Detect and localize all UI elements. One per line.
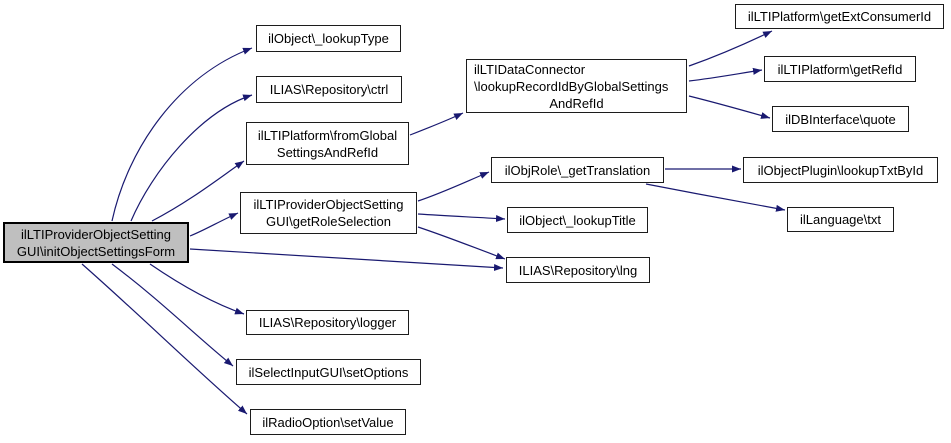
node-getroleselection[interactable]: ilLTIProviderObjectSetting GUI\getRoleSe…: [240, 192, 417, 234]
node-gettranslation[interactable]: ilObjRole\_getTranslation: [491, 157, 664, 183]
node-label-line: ilObjectPlugin\lookupTxtById: [757, 162, 924, 178]
node-txt[interactable]: ilLanguage\txt: [787, 207, 894, 232]
node-label-line: ilObjRole\_getTranslation: [504, 162, 651, 178]
edge-main-to-setvalue: [81, 263, 248, 415]
edge-getroleselection-to-lng: [417, 226, 506, 260]
node-label-line: SettingsAndRefId: [276, 144, 379, 160]
node-label-line: ilLanguage\txt: [800, 212, 881, 227]
edge-main-to-lookuptype: [111, 47, 253, 222]
node-fromglobalsettingsandrefid[interactable]: ilLTIPlatform\fromGlobal SettingsAndRefI…: [246, 122, 409, 165]
node-lookuptype[interactable]: ilObject\_lookupType: [256, 25, 401, 52]
edge-getroleselection-to-lookuptitle: [417, 213, 506, 222]
node-ctrl[interactable]: ILIAS\Repository\ctrl: [256, 76, 402, 103]
node-lng[interactable]: ILIAS\Repository\lng: [506, 257, 650, 283]
node-label-line: GUI\initObjectSettingsForm: [16, 243, 176, 259]
edge-lookuprecord-to-getrefid: [688, 67, 763, 82]
node-getrefid[interactable]: ilLTIPlatform\getRefId: [764, 56, 916, 82]
node-label-line: ILIAS\Repository\logger: [258, 315, 397, 330]
node-label-line: ilLTIPlatform\getExtConsumerId: [747, 9, 932, 24]
node-label-line: ilLTIPlatform\getRefId: [777, 61, 903, 77]
node-logger[interactable]: ILIAS\Repository\logger: [246, 310, 409, 335]
node-label-line: ilLTIDataConnector: [474, 61, 586, 77]
edge-main-to-logger: [149, 263, 245, 315]
edge-main-to-setoptions: [111, 263, 234, 367]
node-label-line: ILIAS\Repository\lng: [518, 262, 638, 278]
node-label-line: ilLTIProviderObjectSetting: [253, 197, 404, 212]
node-lookuptxtbyid[interactable]: ilObjectPlugin\lookupTxtById: [743, 157, 938, 183]
node-initobjectsettingsform: ilLTIProviderObjectSetting GUI\initObjec…: [3, 222, 189, 263]
edge-main-to-getroleselection: [189, 212, 239, 237]
edge-getroleselection-to-gettranslation: [417, 171, 490, 202]
node-label-line: ilLTIPlatform\fromGlobal: [257, 127, 398, 143]
node-label-line: ILIAS\Repository\ctrl: [269, 82, 389, 97]
node-label-line: \lookupRecordIdByGlobalSettings: [474, 78, 669, 94]
edge-main-to-fromglobal: [151, 160, 245, 222]
edge-lookuprecord-to-quote: [688, 95, 771, 119]
node-label-line: ilDBInterface\quote: [785, 111, 896, 127]
node-label-line: AndRefId: [549, 95, 604, 111]
node-quote[interactable]: ilDBInterface\quote: [772, 106, 909, 132]
edge-main-to-lng: [189, 248, 504, 271]
edge-fromglobal-to-lookuprecord: [409, 112, 464, 136]
node-label-line: ilObject\_lookupType: [268, 31, 389, 46]
node-label-line: ilRadioOption\setValue: [262, 414, 394, 430]
node-lookuptitle[interactable]: ilObject\_lookupTitle: [507, 207, 648, 233]
node-setvalue[interactable]: ilRadioOption\setValue: [250, 409, 406, 435]
edge-main-to-ctrl: [130, 94, 253, 222]
edge-gettranslation-to-txt: [645, 183, 786, 212]
node-setoptions[interactable]: ilSelectInputGUI\setOptions: [236, 359, 421, 385]
edge-lookuprecord-to-getextconsumerid: [688, 30, 773, 67]
node-getextconsumerid[interactable]: ilLTIPlatform\getExtConsumerId: [735, 4, 944, 29]
node-label-line: ilLTIProviderObjectSetting: [20, 226, 172, 242]
node-lookuprecordidbyglobalsettingsandrefid[interactable]: ilLTIDataConnector \lookupRecordIdByGlob…: [466, 59, 687, 113]
node-label-line: ilSelectInputGUI\setOptions: [248, 364, 409, 380]
node-label-line: GUI\getRoleSelection: [265, 214, 391, 229]
node-label-line: ilObject\_lookupTitle: [519, 212, 636, 228]
